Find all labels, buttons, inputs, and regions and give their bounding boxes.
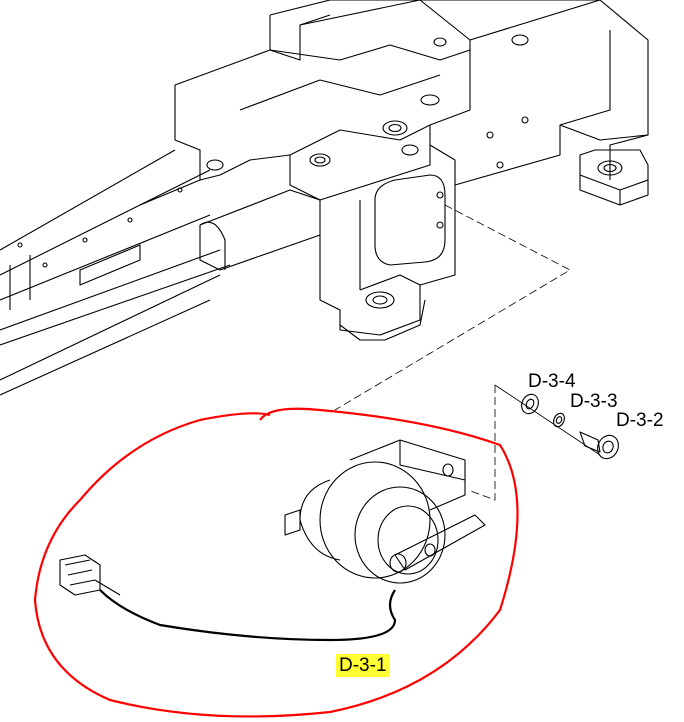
washer-d-3-4 bbox=[521, 393, 539, 415]
label-d-3-1-highlighted: D-3-1 bbox=[336, 654, 390, 677]
label-d-3-4: D-3-4 bbox=[528, 371, 576, 392]
label-d-3-3: D-3-3 bbox=[570, 391, 618, 412]
callout-circle bbox=[33, 407, 519, 718]
lock-washer-d-3-3 bbox=[553, 412, 565, 428]
frame-assembly bbox=[0, 0, 649, 396]
motor-d-3-1 bbox=[59, 439, 486, 642]
fastener-leader-line bbox=[467, 385, 496, 501]
label-d-3-2: D-3-2 bbox=[616, 410, 664, 431]
screw-d-3-2 bbox=[579, 431, 619, 460]
